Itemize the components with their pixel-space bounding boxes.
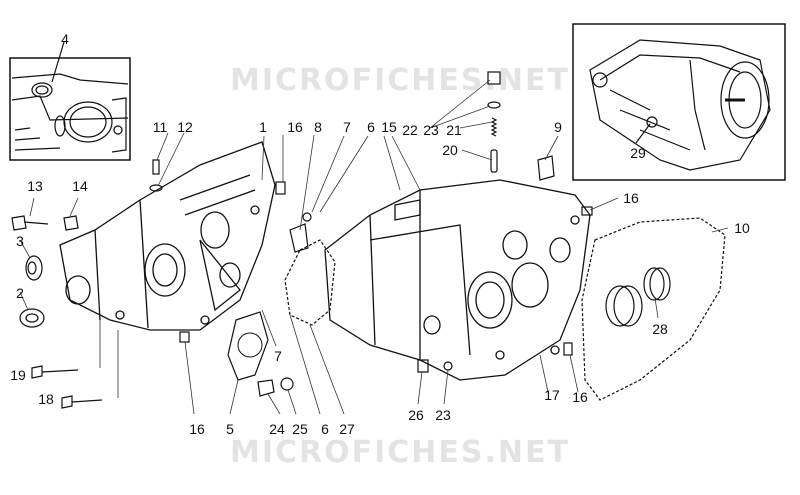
callout-18: 18 <box>38 391 54 407</box>
watermark-top: MICROFICHES.NET <box>230 63 570 98</box>
callout-28: 28 <box>652 321 668 337</box>
callout-29: 29 <box>630 145 646 161</box>
callout-9: 9 <box>554 119 562 135</box>
callout-12: 12 <box>177 119 193 135</box>
callout-labels: 4 1 16 8 7 6 15 11 12 22 23 21 20 9 16 1… <box>10 31 750 437</box>
cover-plate <box>227 311 269 381</box>
callout-15: 15 <box>381 119 397 135</box>
callout-11: 11 <box>153 119 168 135</box>
callout-16: 16 <box>287 119 303 135</box>
bearing-28 <box>605 267 671 327</box>
callout-17: 17 <box>544 387 560 403</box>
seal-and-bearing <box>19 255 45 328</box>
bolts <box>11 71 593 409</box>
gasket-middle <box>284 239 336 326</box>
callout-10: 10 <box>734 220 750 236</box>
callout-16c: 16 <box>189 421 205 437</box>
callout-5: 5 <box>226 421 234 437</box>
callout-27: 27 <box>339 421 355 437</box>
callout-1: 1 <box>259 119 267 135</box>
callout-13: 13 <box>27 178 43 194</box>
callout-14: 14 <box>72 178 88 194</box>
detail-inset-left <box>9 41 131 161</box>
callout-7: 7 <box>343 119 351 135</box>
detail-inset-right <box>572 23 786 181</box>
callout-22: 22 <box>402 122 418 138</box>
callout-25: 25 <box>292 421 308 437</box>
cover-gasket <box>581 217 726 401</box>
callout-16d: 16 <box>572 389 588 405</box>
callout-23: 23 <box>423 122 439 138</box>
callout-26: 26 <box>408 407 424 423</box>
callout-19: 19 <box>10 367 26 383</box>
callout-8: 8 <box>314 119 322 135</box>
callout-7b: 7 <box>274 348 282 364</box>
callout-6b: 6 <box>321 421 329 437</box>
callout-21: 21 <box>446 122 462 138</box>
callout-23b: 23 <box>435 407 451 423</box>
callout-3: 3 <box>16 233 24 249</box>
leader-lines <box>19 79 729 415</box>
callout-20: 20 <box>442 142 458 158</box>
watermark-bottom: MICROFICHES.NET <box>230 435 570 470</box>
callout-4: 4 <box>61 31 69 47</box>
cover-plate-hole <box>237 332 263 358</box>
callout-16b: 16 <box>623 190 639 206</box>
callout-6: 6 <box>367 119 375 135</box>
gearbox-half-right <box>324 179 591 381</box>
callout-24: 24 <box>269 421 285 437</box>
callout-2: 2 <box>16 285 24 301</box>
gearbox-half-left <box>59 141 276 331</box>
